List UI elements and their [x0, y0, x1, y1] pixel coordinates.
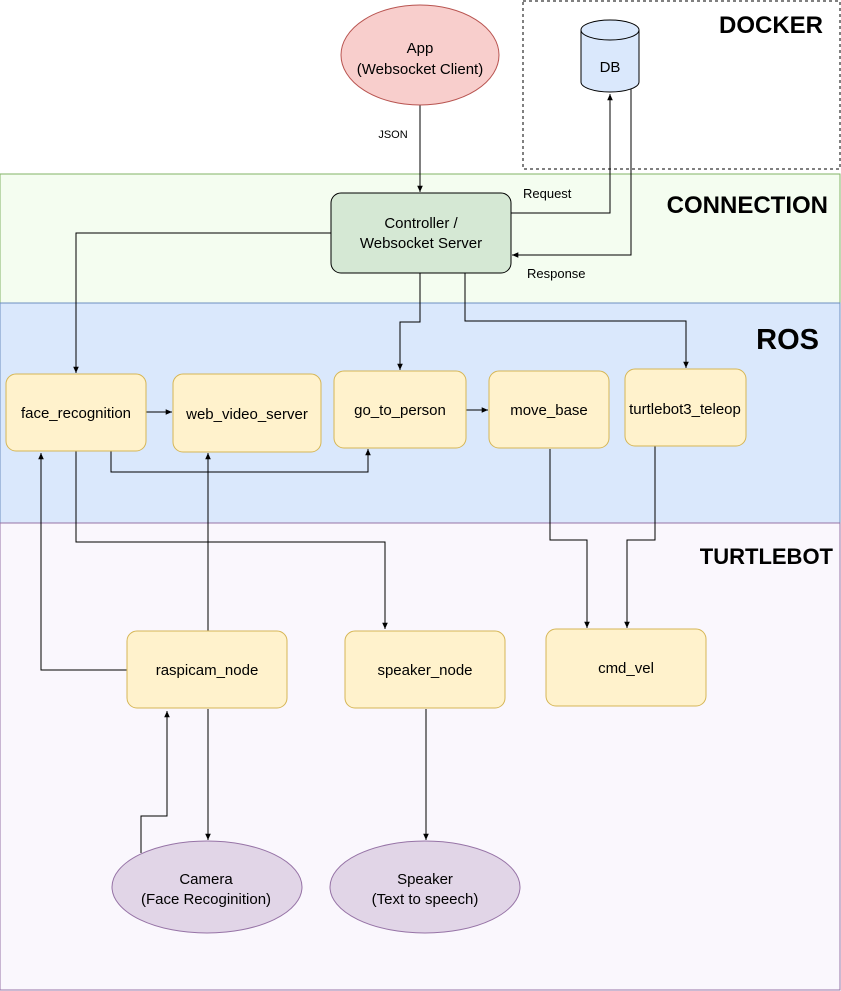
- controller-line1: Controller /: [384, 215, 458, 232]
- edge-camera-raspicam: [140, 711, 170, 853]
- db-node: DB: [580, 19, 640, 93]
- edge-face-speaker: [75, 451, 388, 629]
- edge-movebase-cmdvel: [549, 449, 590, 628]
- web-video-server-label: web_video_server: [185, 406, 308, 423]
- go-to-person-node: go_to_person: [333, 370, 467, 449]
- speaker-node-label: speaker_node: [377, 662, 472, 679]
- docker-region: [522, 0, 841, 170]
- cmd-vel-label: cmd_vel: [598, 660, 654, 677]
- request-label: Request: [523, 186, 572, 201]
- camera-line2: (Face Recoginition): [141, 891, 271, 908]
- edge-controller-teleop: [464, 273, 689, 368]
- turtlebot3-teleop-node: turtlebot3_teleop: [624, 368, 747, 447]
- controller-line2: Websocket Server: [360, 235, 482, 252]
- turtlebot3-teleop-label: turtlebot3_teleop: [629, 401, 741, 418]
- edge-controller-goto: [397, 273, 421, 370]
- camera-node: Camera (Face Recoginition): [111, 840, 303, 934]
- app-line1: App: [407, 40, 434, 57]
- move-base-node: move_base: [488, 370, 610, 449]
- speaker-line2: (Text to speech): [372, 891, 479, 908]
- speaker-device-node: Speaker (Text to speech): [329, 840, 521, 934]
- turtlebot-title: TURTLEBOT: [700, 544, 834, 569]
- json-label: JSON: [378, 129, 407, 141]
- face-recognition-node: face_recognition: [5, 373, 147, 452]
- camera-line1: Camera: [179, 871, 233, 888]
- db-label: DB: [600, 59, 621, 76]
- connection-title: CONNECTION: [667, 192, 828, 219]
- app-line2: (Websocket Client): [357, 61, 483, 78]
- docker-title: DOCKER: [719, 12, 823, 39]
- edge-controller-face: [73, 232, 331, 373]
- raspicam-node-label: raspicam_node: [156, 662, 259, 679]
- web-video-server-node: web_video_server: [172, 373, 322, 453]
- response-label: Response: [527, 266, 586, 281]
- controller-node: Controller / Websocket Server: [330, 192, 512, 274]
- edge-request: [511, 94, 613, 214]
- speaker-line1: Speaker: [397, 871, 453, 888]
- app-node: App (Websocket Client): [340, 4, 500, 106]
- edge-face-goto: [110, 449, 371, 473]
- edge-teleop-cmdvel: [624, 446, 656, 628]
- face-recognition-label: face_recognition: [21, 405, 131, 422]
- speaker-node: speaker_node: [344, 630, 506, 709]
- move-base-label: move_base: [510, 402, 588, 419]
- go-to-person-label: go_to_person: [354, 402, 446, 419]
- raspicam-node: raspicam_node: [126, 630, 288, 709]
- edge-response: [511, 85, 632, 258]
- edge-raspicam-face: [38, 453, 127, 671]
- ros-title: ROS: [756, 324, 819, 356]
- cmd-vel-node: cmd_vel: [545, 628, 707, 707]
